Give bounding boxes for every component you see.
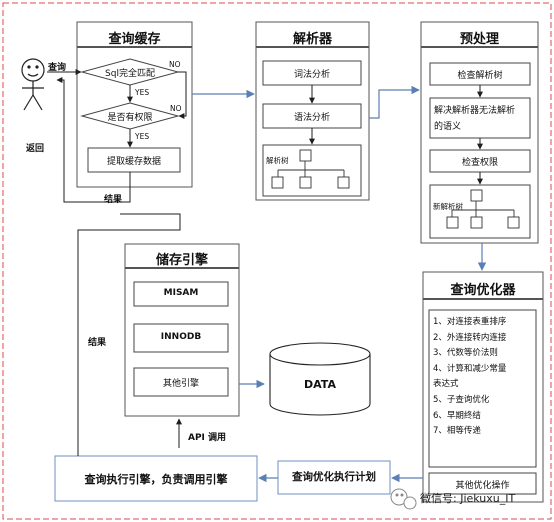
check-tree-label: 检查解析树	[457, 71, 503, 81]
data-cylinder	[269, 342, 371, 416]
watermark-text: 微信号: Jiekuxu_IT	[420, 492, 516, 505]
optimizer-footer-label: 其他优化操作	[455, 481, 510, 491]
new-tree-shape	[446, 189, 520, 229]
optimizer-list-box	[428, 309, 537, 468]
api-call-label: API 调用	[188, 433, 227, 443]
check-permission-label: 检查权限	[461, 158, 498, 168]
optimizer-footer-box	[428, 472, 537, 495]
parse-tree-label: 解析树	[266, 156, 289, 165]
preprocess-title: 预处理	[459, 32, 499, 47]
optimizer-item: 5、子查询优化	[433, 394, 490, 405]
lexical-label: 词法分析	[293, 70, 330, 80]
return-label: 返回	[26, 144, 45, 154]
result-flow-lines	[77, 213, 182, 456]
decision-perm-label: 是否有权限	[107, 113, 153, 123]
query-label: 查询	[48, 63, 67, 73]
lexical-box	[262, 60, 362, 86]
yes-label-2: YES	[135, 132, 150, 141]
optimizer-item: 2、外连接转内连接	[433, 332, 507, 343]
engine-box-innodb	[133, 323, 229, 353]
fetch-cache-box	[87, 147, 181, 173]
plan-box	[277, 460, 391, 495]
optimizer-title: 查询优化器	[450, 283, 516, 298]
optimizer-item: 表达式	[433, 379, 459, 390]
query-cache-title: 查询缓存	[108, 32, 161, 47]
plan-label: 查询优化执行计划	[292, 471, 376, 483]
wechat-logo-icon	[390, 488, 417, 510]
optimizer-item: 7、相等传递	[433, 426, 481, 437]
parser-title: 解析器	[292, 32, 332, 47]
result-label-mid: 结果	[88, 338, 107, 348]
yes-label-1: YES	[135, 88, 150, 97]
optimizer-list: 1、对连接表重排序 2、外连接转内连接 3、代数等价法则 4、计算和减少常量 表…	[433, 315, 506, 440]
data-label: DATA	[304, 378, 336, 391]
main-flow-arrows	[192, 85, 487, 483]
cache-flow-lines	[47, 69, 187, 203]
engine-misam-label: MISAM	[163, 288, 199, 298]
syntax-label: 语法分析	[293, 113, 330, 123]
engine-innodb-label: INNODB	[160, 332, 202, 342]
optimizer-item: 6、早期终结	[433, 410, 481, 421]
engine-box-misam	[133, 281, 229, 307]
syntax-box	[262, 103, 362, 129]
resolve-label-1: 解决解析器无法解析	[434, 106, 516, 116]
result-label-top: 结果	[104, 195, 123, 205]
decision-sql-label: Sql完全匹配	[105, 69, 155, 79]
engine-other-label: 其他引擎	[162, 379, 199, 389]
engine-box-other	[133, 367, 229, 397]
no-label-2: NO	[170, 104, 182, 113]
storage-title: 储存引擎	[155, 253, 208, 268]
user-icon	[21, 58, 45, 111]
optimizer-item: 4、计算和减少常量	[433, 363, 507, 374]
resolve-semantics-box	[429, 97, 531, 139]
executor-label: 查询执行引擎，负责调用引擎	[84, 473, 228, 486]
executor-box	[54, 455, 258, 502]
resolve-label-2: 的语义	[434, 122, 462, 132]
parse-tree-shape	[271, 149, 350, 189]
optimizer-item: 1、对连接表重排序	[433, 317, 507, 327]
fetch-cache-label: 提取缓存数据	[106, 157, 161, 167]
new-tree-label: 新解析树	[433, 202, 463, 211]
optimizer-item: 3、代数等价法则	[433, 348, 498, 359]
no-label-1: NO	[169, 60, 181, 69]
